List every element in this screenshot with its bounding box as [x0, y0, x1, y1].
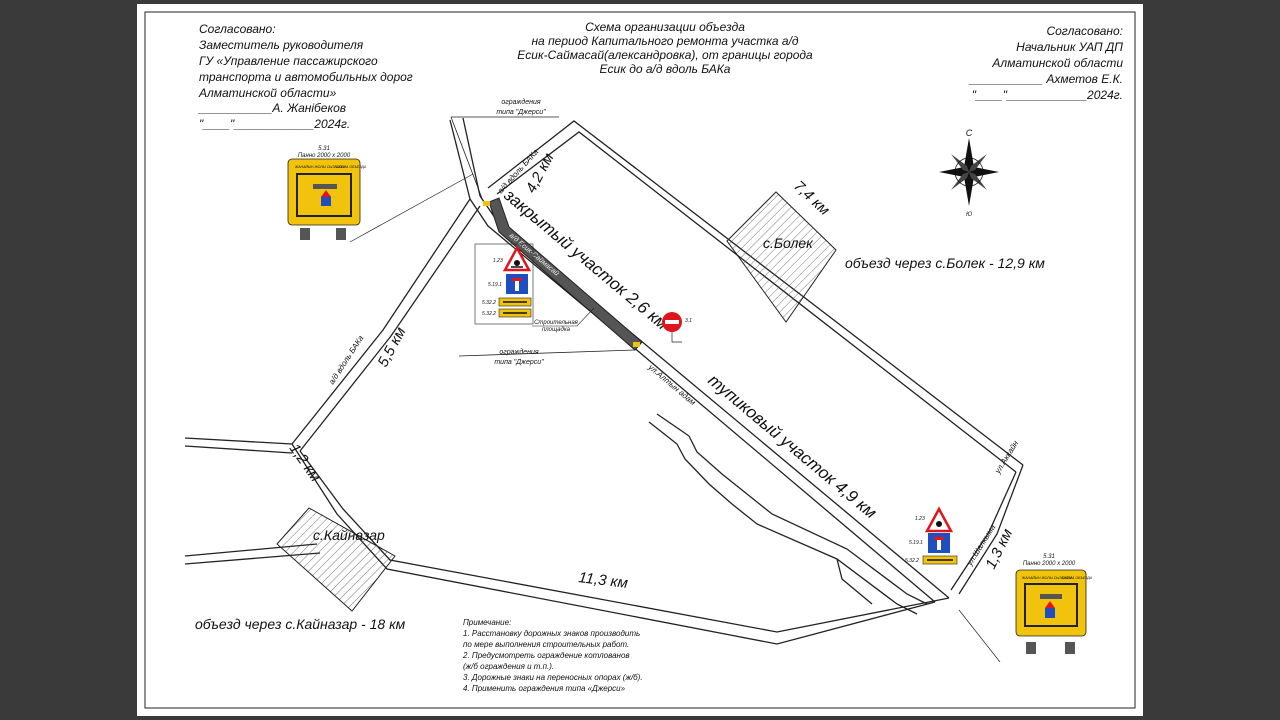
- approval-right-line-5: "____"____________2024г.: [972, 88, 1123, 102]
- sign-3-1-label: 3.1: [685, 318, 692, 324]
- local-street-d: [648, 421, 678, 445]
- note-2b: (ж/б ограждения и т.п.).: [463, 662, 554, 671]
- panel-right-code: 5.31: [1043, 554, 1055, 560]
- notes-header: Примечание:: [463, 618, 511, 627]
- approval-left-line-4: транспорта и автомобильных дорог: [199, 70, 413, 84]
- village-bolek: с.Болек: [726, 191, 837, 323]
- approval-right: Согласовано: Начальник УАП ДП Алматинско…: [969, 24, 1124, 102]
- road-bak-left-a: [291, 198, 471, 445]
- drawing-sheet: с.Болек с.Кайназар Схема организации объ…: [137, 4, 1143, 716]
- distance-1-2: 1,2 км: [286, 441, 324, 485]
- road-right-edge-b: [950, 471, 1017, 591]
- title-line-4: Есик до а/д вдоль БАКа: [600, 62, 731, 76]
- approval-right-line-1: Согласовано:: [1046, 24, 1123, 38]
- no-entry-sign: 3.1: [662, 312, 692, 343]
- sign-5-32-2-b-label: 5.32.2: [482, 311, 496, 317]
- road-kainazar-a: [291, 443, 936, 645]
- detour-bolek-label: объезд через с.Болек - 12,9 км: [845, 255, 1045, 271]
- title-line-3: Есик-Саймасай(александровка), от границы…: [517, 48, 813, 62]
- jersey-barrier-bottom-marker: [633, 342, 640, 347]
- local-street-c: [656, 413, 690, 437]
- road-main-edge-left: [469, 198, 936, 603]
- approval-left-line-5: Алматинской области»: [198, 86, 337, 100]
- construction-site-callout: Строительная площадка: [532, 307, 595, 333]
- local-street-b: [688, 435, 928, 605]
- barrier-top-line-1: ограждения: [501, 98, 540, 106]
- barrier-top-line-2: типа "Джерси": [496, 109, 546, 116]
- road-west-b: [184, 445, 293, 454]
- barrier-bottom-line-2: типа "Джерси": [494, 359, 544, 366]
- local-street-e: [836, 558, 873, 605]
- distance-5-5: 5,5 км: [375, 324, 410, 369]
- roadwork-sign-right-icon: [924, 506, 954, 533]
- approval-left-line-7: "____"____________2024г.: [199, 117, 350, 131]
- approval-right-line-4: ___________ Ахметов Е.К.: [969, 72, 1123, 86]
- approval-right-line-3: Алматинской области: [991, 56, 1123, 70]
- jersey-barrier-top-marker: [483, 201, 490, 206]
- closed-road-section: [488, 197, 643, 351]
- approval-right-line-2: Начальник УАП ДП: [1016, 40, 1123, 54]
- detour-kainazar-label: объезд через с.Кайназар - 18 км: [195, 616, 406, 632]
- panel-5-31-left: 5.31 Панно 2000 х 2000 ЖАНАЙЫН ЖОЛЫ СЫЗБ…: [287, 146, 474, 243]
- village-bolek-label: с.Болек: [763, 235, 814, 251]
- panel-right-to: СХЕМА ОБЪЕЗДА: [1062, 576, 1093, 580]
- note-2a: 2. Предусмотреть ограждение котлованов: [462, 651, 630, 660]
- village-kainazar: с.Кайназар: [276, 507, 396, 612]
- approval-left-line-1: Согласовано:: [199, 22, 276, 36]
- sign-right-1-23-label: 1.23: [915, 516, 925, 522]
- road-west-a: [184, 437, 293, 445]
- sign-right-5-19-1-label: 5.19.1: [909, 540, 923, 546]
- title-line-2: на период Капитального ремонта участка а…: [531, 34, 798, 48]
- road-bak-left-b: [299, 205, 481, 452]
- distance-11-3: 11,3 км: [578, 569, 629, 592]
- road-bolek-edge-a: [487, 120, 1024, 466]
- segment-deadend-label: тупиковый участок 4,9 км: [704, 371, 880, 523]
- label-road-altyn-adam: ул.Алтын адам: [646, 362, 698, 407]
- panel-right-size: Панно 2000 х 2000: [1023, 561, 1076, 567]
- barrier-callout-top: ограждения типа "Джерси": [450, 98, 559, 202]
- sheet-frame: [144, 11, 1136, 709]
- road-right-edge-a: [958, 464, 1024, 595]
- sign-5-19-1-label: 5.19.1: [488, 282, 502, 288]
- panel-left-from: ЖАНАЙЫН ЖОЛЫ СЫЗБАСЫ: [294, 165, 345, 169]
- sign-group-closed-start: 1.23 5.19.1 5.32.2 5.32.2: [474, 243, 534, 325]
- road-bak-upper-right: [462, 117, 481, 197]
- village-kainazar-label: с.Кайназар: [313, 527, 385, 543]
- approval-left-line-6: ___________А. Жанібеков: [198, 101, 346, 115]
- notes-block: Примечание: 1. Расстановку дорожных знак…: [462, 618, 643, 693]
- barrier-callout-bottom: ограждения типа "Джерси": [458, 348, 636, 366]
- approval-left-line-3: ГУ «Управление пассажирского: [199, 54, 378, 68]
- sign-5-32-2-a-label: 5.32.2: [482, 300, 496, 306]
- compass-rose: С Ю: [939, 128, 999, 218]
- panel-left-to: СХЕМА ОБЪЕЗДА: [336, 165, 367, 169]
- site-line-1: Строительная: [534, 320, 579, 326]
- approval-left-line-2: Заместитель руководителя: [199, 38, 364, 52]
- panel-right-from: ЖАНАЙЫН ЖОЛЫ СЫЗБАСЫ: [1021, 576, 1072, 580]
- panel-5-31-right: 5.31 Панно 2000 х 2000 ЖАНАЙЫН ЖОЛЫ СЫЗБ…: [958, 554, 1093, 663]
- road-bak-upper-left: [449, 119, 471, 200]
- panel-left-size: Панно 2000 х 2000: [298, 153, 351, 159]
- note-3: 3. Дорожные знаки на переносных опорах (…: [463, 673, 643, 682]
- road-bolek-edge-b: [496, 131, 1017, 473]
- detour-scheme-map: с.Болек с.Кайназар Схема организации объ…: [144, 11, 1136, 709]
- note-4: 4. Применить ограждения типа «Джерси»: [463, 684, 626, 693]
- note-1b: по мере выполнения строительных работ.: [463, 640, 629, 649]
- site-line-2: площадка: [542, 327, 571, 333]
- roadwork-sign-icon: [502, 245, 532, 272]
- title-line-1: Схема организации объезда: [585, 20, 745, 34]
- sign-group-deadend: 1.23 5.19.1 5.32.2: [905, 506, 958, 565]
- compass-south: Ю: [966, 212, 972, 218]
- note-1a: 1. Расстановку дорожных знаков производи…: [463, 629, 640, 638]
- sign-right-5-32-2-label: 5.32.2: [905, 558, 919, 564]
- title-block: Схема организации объезда на период Капи…: [517, 20, 813, 76]
- approval-left: Согласовано: Заместитель руководителя ГУ…: [198, 22, 413, 131]
- road-network: [184, 117, 1024, 645]
- compass-north: С: [966, 128, 973, 138]
- panel-left-code: 5.31: [318, 146, 330, 152]
- barrier-bottom-line-1: ограждения: [499, 348, 538, 356]
- sign-1-23-label: 1.23: [493, 258, 503, 264]
- local-street-a: [676, 443, 918, 615]
- road-kainazar-b: [299, 450, 950, 633]
